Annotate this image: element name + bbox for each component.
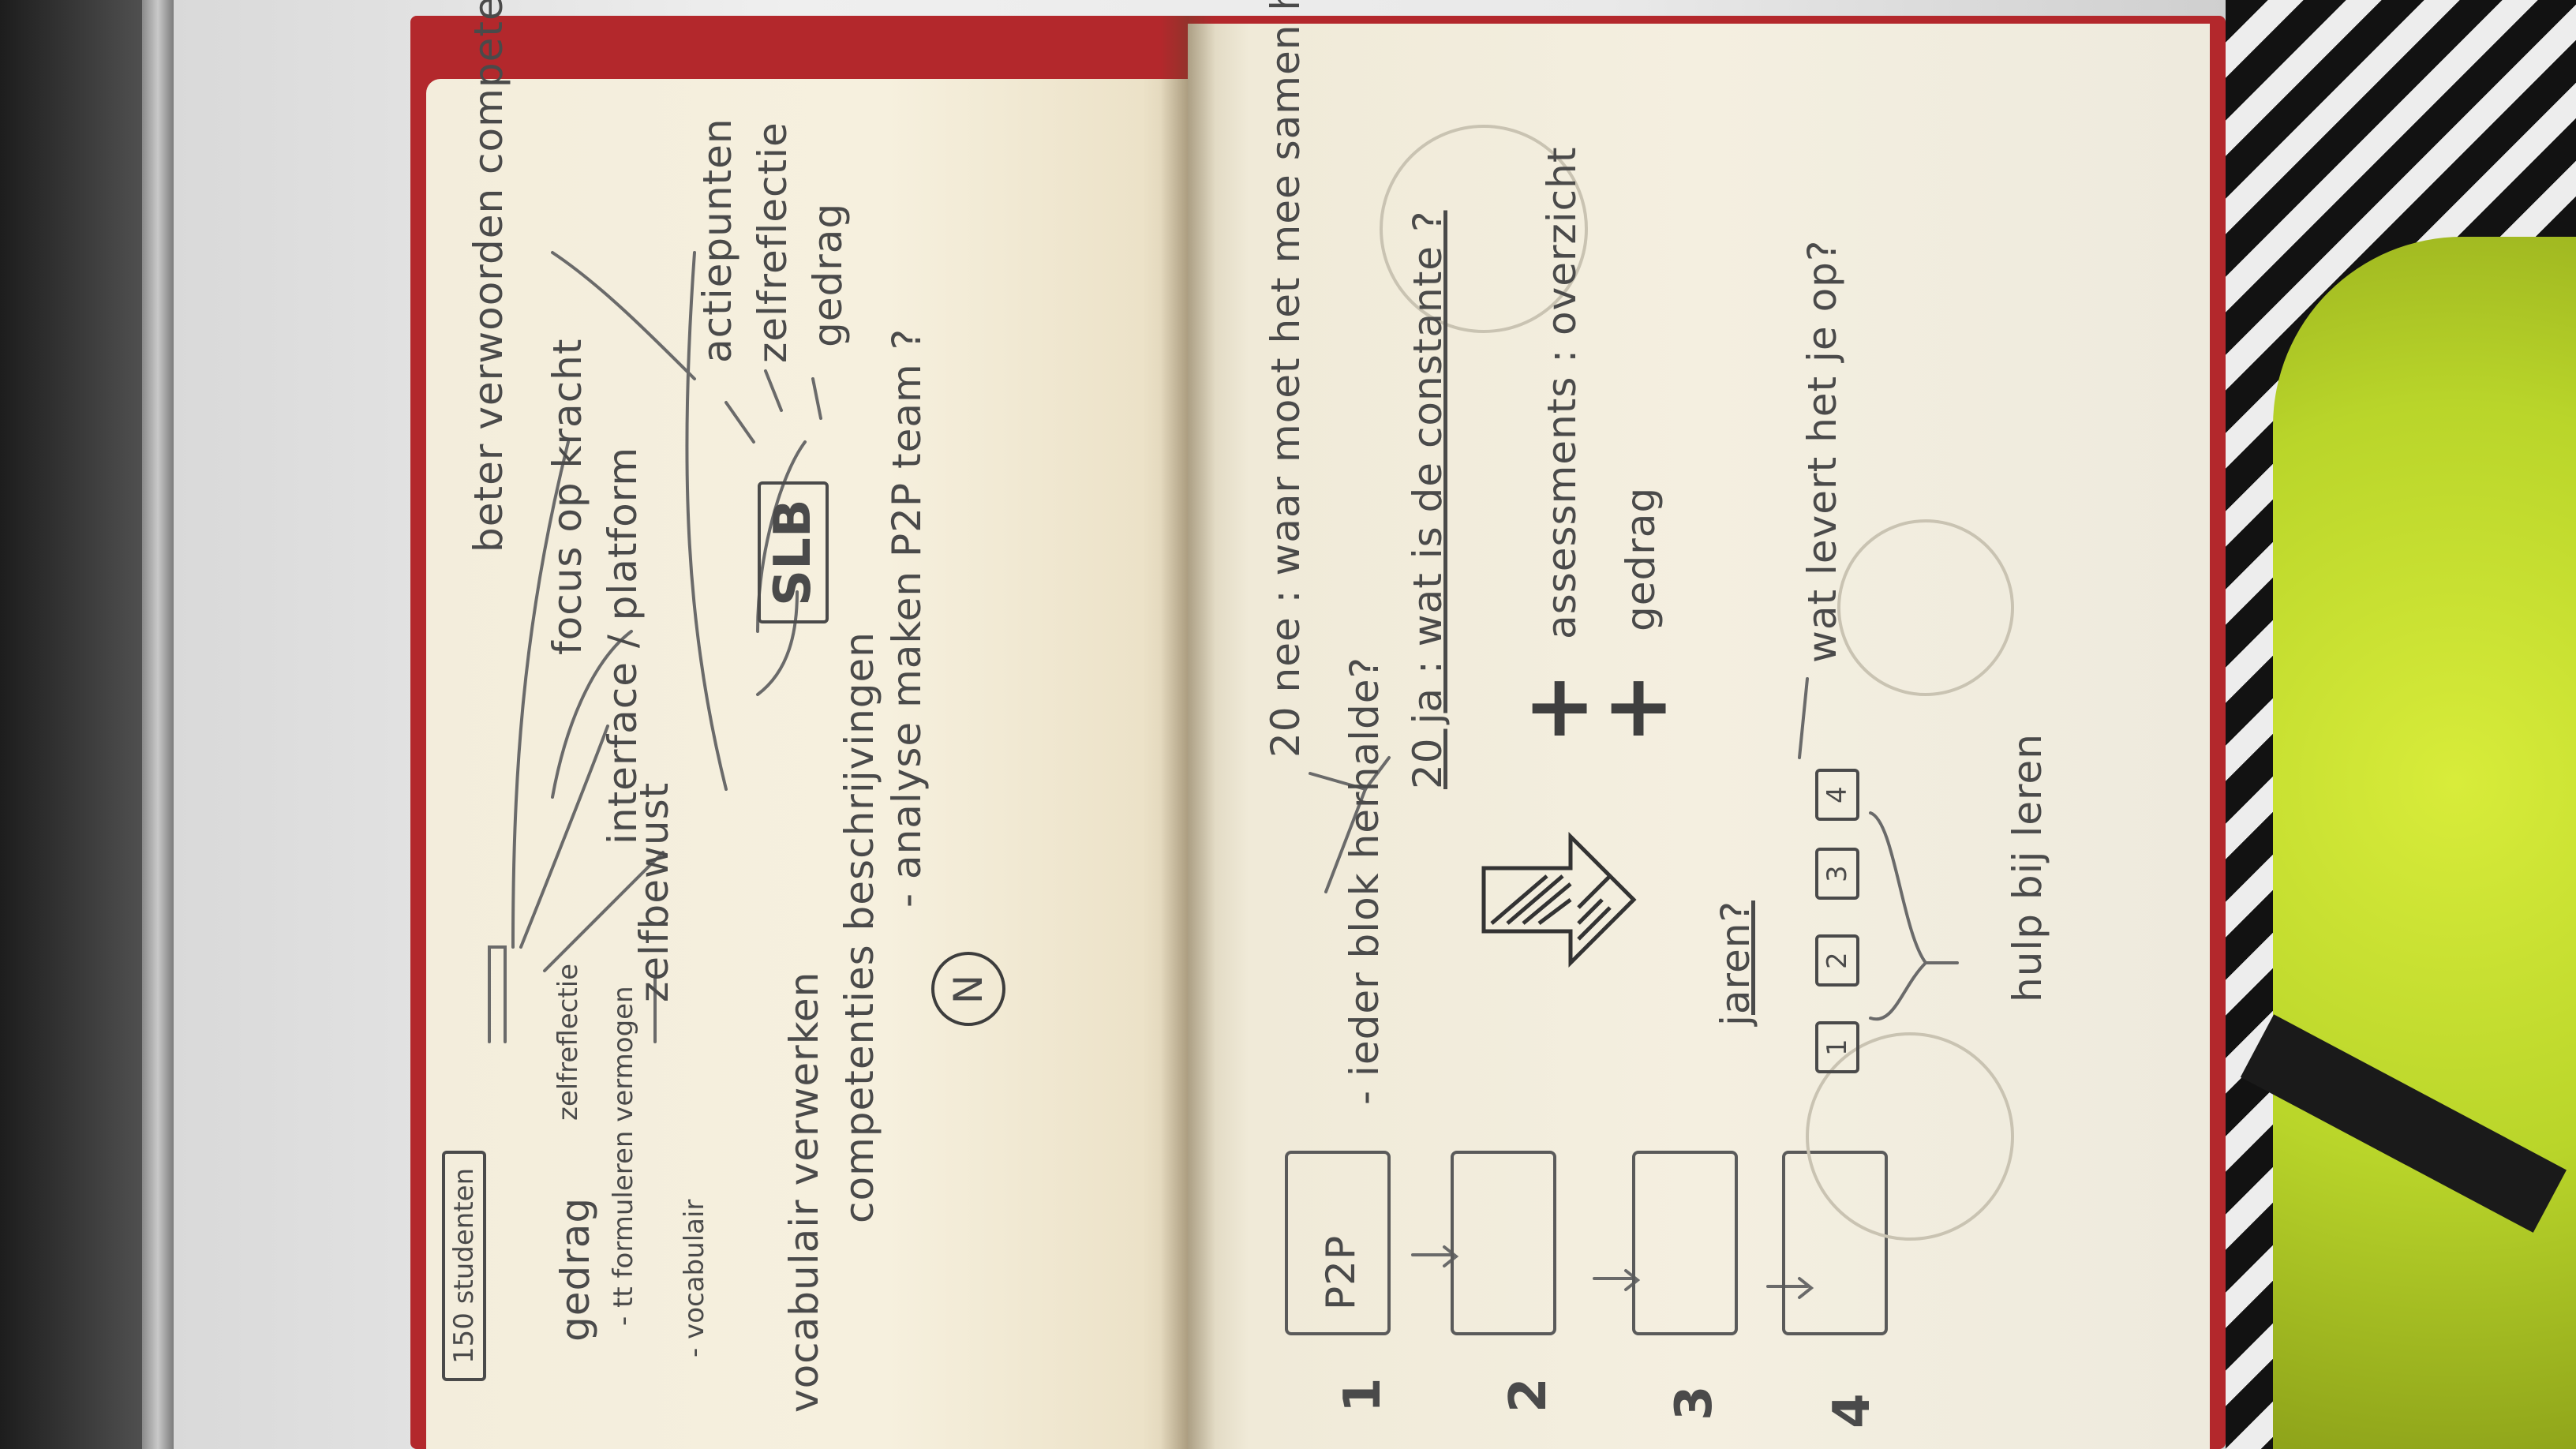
note-analyse-p2p: - analyse maken P2P team ?: [884, 328, 930, 908]
year-box-4: 4: [1815, 769, 1859, 821]
note-interface-platform: interface / platform: [600, 446, 646, 844]
note-wat-levert: wat levert het je op?: [1799, 239, 1845, 663]
notebook-gutter: [1160, 16, 1215, 1449]
plus-sign-2: +: [1602, 655, 1676, 756]
note-gedrag-1: gedrag: [552, 1196, 598, 1342]
note-hulp-bij-leren: hulp bij leren: [2005, 733, 2050, 1002]
row-number-3: 3: [1665, 1385, 1724, 1421]
note-beter-verwoorden: beter verwoorden competenties ?: [466, 0, 511, 552]
year-box-1: 1: [1815, 1021, 1859, 1073]
plus-sign-1: +: [1523, 655, 1597, 756]
note-gedrag-right: gedrag: [1618, 486, 1664, 631]
note-gedrag-2: gedrag: [805, 202, 851, 347]
note-20-nee: 20 nee : waar moet het mee samen hangen …: [1263, 0, 1309, 758]
note-students-title: 150 studenten: [442, 1150, 486, 1381]
green-cushion: [2273, 237, 2576, 1449]
note-assessments: assessments : overzicht: [1539, 146, 1585, 639]
right-page: [1188, 24, 2210, 1449]
note-slb-box: SLB: [758, 481, 829, 623]
note-ieder-blok: - ieder blok herhalde?: [1342, 657, 1387, 1105]
note-20-ja: 20 ja : wat is de constante ?: [1405, 210, 1451, 790]
year-box-3: 3: [1815, 848, 1859, 900]
note-zelfreflectie-2: zelfreflectie: [750, 122, 796, 363]
note-zelfreflectie-1: zelfreflectie: [552, 963, 584, 1121]
row-number-1: 1: [1334, 1377, 1392, 1413]
left-page: [426, 79, 1188, 1449]
note-focus-op-kracht: focus op kracht: [545, 338, 590, 655]
note-circled-n: N: [931, 952, 1005, 1026]
note-vocabulair-1: - vocabulair: [679, 1199, 710, 1357]
note-vocabulair-verwerken: vocabulair verwerken: [781, 971, 827, 1413]
note-actiepunten: actiepunten: [695, 118, 740, 363]
note-jaren: jaren?: [1713, 900, 1758, 1026]
note-formuleren: - tt formuleren vermogen: [608, 986, 639, 1326]
note-competenties-beschrijvingen: competenties beschrijvingen: [837, 631, 882, 1223]
row-number-4: 4: [1823, 1393, 1881, 1428]
laptop-edge: [142, 0, 174, 1449]
row-number-2: 2: [1500, 1377, 1558, 1413]
box-p2p: P2P: [1318, 1234, 1364, 1310]
year-box-2: 2: [1815, 934, 1859, 987]
